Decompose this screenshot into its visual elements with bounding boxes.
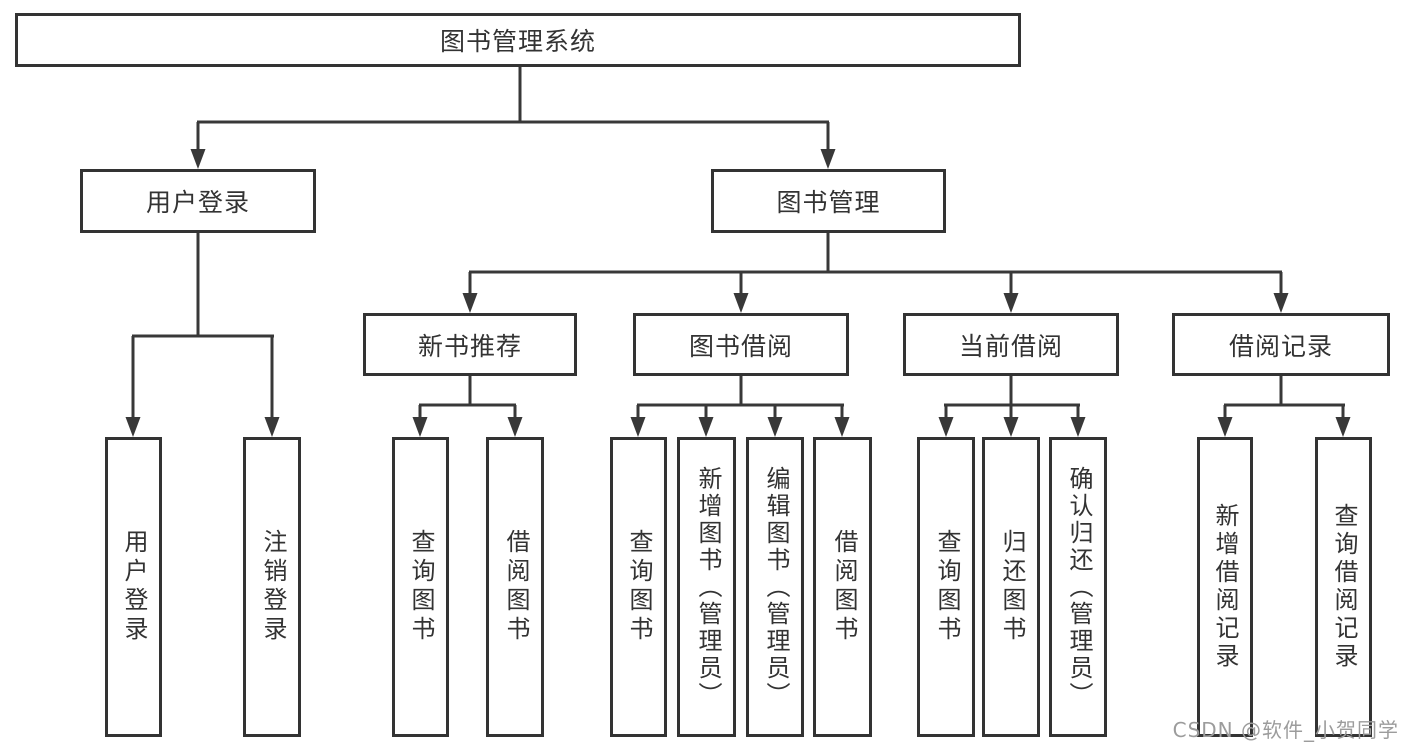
leaf-logout: 注销登录 — [243, 437, 301, 737]
node-new-book-recommend: 新书推荐 — [363, 313, 577, 376]
node-library-management-system: 图书管理系统 — [15, 13, 1021, 67]
node-current-borrow: 当前借阅 — [903, 313, 1119, 376]
node-label: 新书推荐 — [417, 331, 522, 361]
leaf-query-books-current: 查询图书 — [917, 437, 975, 737]
node-book-borrow: 图书借阅 — [633, 313, 849, 376]
node-book-management: 图书管理 — [711, 169, 946, 233]
leaf-add-books-admin: 新增图书（管理员） — [677, 437, 736, 737]
leaf-return-books: 归还图书 — [982, 437, 1040, 737]
node-borrow-records: 借阅记录 — [1172, 313, 1390, 376]
leaf-query-books-recommend: 查询图书 — [392, 437, 449, 737]
leaf-borrow-books: 借阅图书 — [813, 437, 872, 737]
node-label: 用户登录 — [145, 188, 250, 217]
node-label: 图书借阅 — [688, 331, 793, 361]
leaf-borrow-books-recommend: 借阅图书 — [486, 437, 544, 737]
node-label: 当前借阅 — [958, 331, 1063, 361]
leaf-user-login: 用户登录 — [105, 437, 162, 737]
node-user-login: 用户登录 — [80, 169, 316, 233]
leaf-edit-books-admin: 编辑图书（管理员） — [746, 437, 804, 737]
leaf-query-borrow-record: 查询借阅记录 — [1315, 437, 1372, 737]
leaf-query-books-borrow: 查询图书 — [610, 437, 667, 737]
node-label: 借阅记录 — [1228, 331, 1333, 361]
leaf-confirm-return-admin: 确认归还（管理员） — [1049, 437, 1107, 737]
node-label: 图书管理系统 — [439, 27, 596, 56]
node-label: 图书管理 — [776, 188, 881, 217]
watermark: CSDN @软件_小贺同学 — [1172, 718, 1399, 742]
leaf-add-borrow-record: 新增借阅记录 — [1197, 437, 1253, 737]
